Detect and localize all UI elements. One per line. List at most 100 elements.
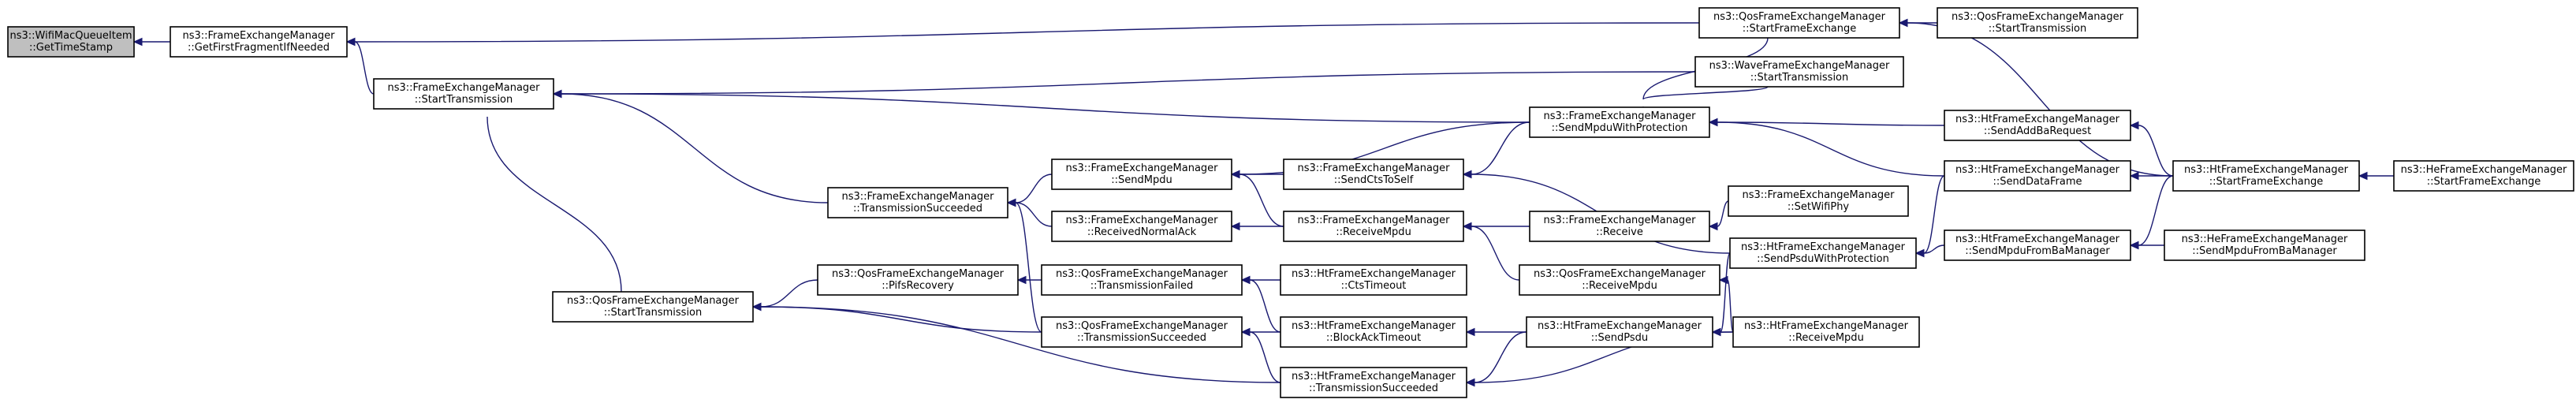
node-class-label: ns3::FrameExchangeManager [182, 30, 335, 42]
function-node-n18[interactable]: ns3::HtFrameExchangeManager::SendPsdu [1526, 316, 1713, 348]
function-node-n12[interactable]: ns3::HtFrameExchangeManager::BlockAckTim… [1280, 316, 1467, 348]
call-edge [1717, 121, 1945, 126]
call-edge [561, 93, 829, 203]
node-class-label: ns3::QosFrameExchangeManager [1056, 320, 1228, 332]
node-box [1280, 264, 1467, 296]
function-node-n26[interactable]: ns3::HtFrameExchangeManager::SendDataFra… [1944, 160, 2131, 192]
node-class-label: ns3::HeFrameExchangeManager [2182, 233, 2348, 245]
function-node-n13[interactable]: ns3::HtFrameExchangeManager::Transmissio… [1280, 367, 1467, 398]
call-edge [760, 306, 1042, 333]
node-class-label: ns3::QosFrameExchangeManager [1952, 11, 2124, 23]
function-node-n7[interactable]: ns3::QosFrameExchangeManager::PifsRecove… [817, 264, 1019, 296]
node-box [1728, 185, 1909, 217]
call-edge-arrowhead [1240, 275, 1251, 285]
node-class-label: ns3::FrameExchangeManager [1742, 189, 1895, 201]
node-class-label: ns3::HtFrameExchangeManager [1955, 233, 2120, 245]
node-method-label: ::ReceiveMpdu [1788, 332, 1864, 344]
function-node-n14[interactable]: ns3::HtFrameExchangeManager::CtsTimeout [1280, 264, 1467, 296]
node-class-label: ns3::HtFrameExchangeManager [1292, 371, 1456, 382]
call-edge [1015, 202, 1042, 333]
node-box [2172, 160, 2360, 192]
node-method-label: ::SendPsduWithProtection [1757, 253, 1889, 265]
call-edge [1923, 244, 1945, 254]
node-box [1944, 229, 2131, 261]
function-node-n28[interactable]: ns3::HtFrameExchangeManager::StartFrameE… [2172, 160, 2360, 192]
function-node-n23[interactable]: ns3::HtFrameExchangeManager::ReceiveMpdu [1732, 316, 1920, 348]
call-edge-arrowhead [2129, 171, 2139, 181]
node-class-label: ns3::HtFrameExchangeManager [2184, 164, 2349, 176]
call-edge-arrowhead [1462, 170, 1472, 179]
function-node-n16[interactable]: ns3::FrameExchangeManager::Receive [1529, 211, 1710, 242]
call-edge [1720, 252, 1731, 333]
node-box [1944, 160, 2131, 192]
node-method-label: ::StartFrameExchange [2209, 176, 2324, 188]
function-node-n25[interactable]: ns3::HtFrameExchangeManager::SendAddBaRe… [1944, 110, 2131, 141]
node-method-label: ::SendPsdu [1591, 332, 1648, 344]
function-node-n2[interactable]: ns3::FrameExchangeManager::StartTransmis… [373, 78, 554, 110]
node-method-label: ::ReceivedNormalAck [1087, 226, 1197, 238]
function-node-n8[interactable]: ns3::QosFrameExchangeManager::Transmissi… [1041, 316, 1243, 348]
node-box [1526, 316, 1713, 348]
function-node-n20[interactable]: ns3::WaveFrameExchangeManager::StartTran… [1694, 56, 1904, 88]
node-box [1041, 316, 1243, 348]
node-class-label: ns3::HtFrameExchangeManager [1744, 320, 1909, 332]
call-edge [1717, 121, 1945, 177]
call-edge-arrowhead [1230, 170, 1240, 179]
node-class-label: ns3::FrameExchangeManager [1065, 162, 1218, 174]
node-box [1529, 106, 1710, 138]
function-node-n15[interactable]: ns3::FrameExchangeManager::SendMpduWithP… [1529, 106, 1710, 138]
node-class-label: ns3::HeFrameExchangeManager [2401, 164, 2567, 176]
function-node-n17[interactable]: ns3::QosFrameExchangeManager::ReceiveMpd… [1519, 264, 1720, 296]
edge-layer [132, 18, 2395, 387]
node-class-label: ns3::FrameExchangeManager [1297, 162, 1450, 174]
function-node-n5[interactable]: ns3::FrameExchangeManager::SendMpdu [1051, 159, 1232, 190]
node-box [2164, 229, 2365, 261]
call-edge-arrowhead [1240, 327, 1251, 337]
node-method-label: ::ReceiveMpdu [1582, 280, 1657, 292]
node-method-label: ::StartTransmission [415, 94, 513, 106]
node-method-label: ::PifsRecovery [882, 280, 954, 292]
function-node-n6[interactable]: ns3::FrameExchangeManager::ReceivedNorma… [1051, 211, 1232, 242]
node-method-label: ::SendAddBaRequest [1984, 125, 2091, 137]
node-box [1694, 56, 1904, 88]
function-node-n22[interactable]: ns3::HtFrameExchangeManager::SendPsduWit… [1729, 237, 1917, 269]
node-box [170, 26, 348, 58]
function-node-n30[interactable]: ns3::HeFrameExchangeManager::SendMpduFro… [2164, 229, 2365, 261]
node-method-label: ::StartTransmission [1989, 23, 2087, 35]
call-edge-arrowhead [2129, 121, 2139, 130]
function-node-n24[interactable]: ns3::QosFrameExchangeManager::StartTrans… [1937, 7, 2138, 39]
node-class-label: ns3::FrameExchangeManager [1543, 215, 1696, 226]
function-node-n11[interactable]: ns3::QosFrameExchangeManager::Transmissi… [1041, 264, 1243, 296]
call-edge-arrowhead [1898, 18, 1908, 28]
node-class-label: ns3::HtFrameExchangeManager [1955, 164, 2120, 176]
function-node-n27[interactable]: ns3::HtFrameExchangeManager::SendMpduFro… [1944, 229, 2131, 261]
call-edge-arrowhead [1016, 275, 1027, 285]
call-edge [1717, 200, 1729, 227]
node-method-label: ::TransmissionSucceeded [1077, 332, 1206, 344]
function-node-n9[interactable]: ns3::FrameExchangeManager::SendCtsToSelf [1283, 159, 1464, 190]
call-edge [561, 71, 1696, 95]
node-class-label: ns3::WifiMacQueueItem [9, 30, 132, 42]
node-box [7, 26, 135, 58]
call-edge [1907, 22, 2174, 177]
call-edge [486, 116, 622, 293]
node-class-label: ns3::WaveFrameExchangeManager [1709, 60, 1890, 72]
function-node-n21[interactable]: ns3::FrameExchangeManager::SetWifiPhy [1728, 185, 1909, 217]
call-edge [1249, 331, 1281, 383]
node-box [1283, 159, 1464, 190]
node-box [2393, 160, 2574, 192]
call-edge-arrowhead [1914, 248, 1925, 258]
function-node-n3[interactable]: ns3::QosFrameExchangeManager::StartTrans… [552, 291, 754, 323]
function-node-n4[interactable]: ns3::FrameExchangeManager::TransmissionS… [827, 187, 1008, 218]
call-edge-arrowhead [2129, 241, 2139, 250]
function-node-n10[interactable]: ns3::FrameExchangeManager::ReceiveMpdu [1283, 211, 1464, 242]
node-method-label: ::SendCtsToSelf [1334, 174, 1414, 186]
function-node-n19[interactable]: ns3::QosFrameExchangeManager::StartFrame… [1698, 7, 1900, 39]
function-node-n1[interactable]: ns3::FrameExchangeManager::GetFirstFragm… [170, 26, 348, 58]
function-node-n0[interactable]: ns3::WifiMacQueueItem::GetTimeStamp [7, 26, 135, 58]
function-node-n29[interactable]: ns3::HeFrameExchangeManager::StartFrameE… [2393, 160, 2574, 192]
node-method-label: ::GetFirstFragmentIfNeeded [188, 42, 330, 54]
node-method-label: ::SendMpduWithProtection [1552, 122, 1688, 134]
node-box [1283, 211, 1464, 242]
